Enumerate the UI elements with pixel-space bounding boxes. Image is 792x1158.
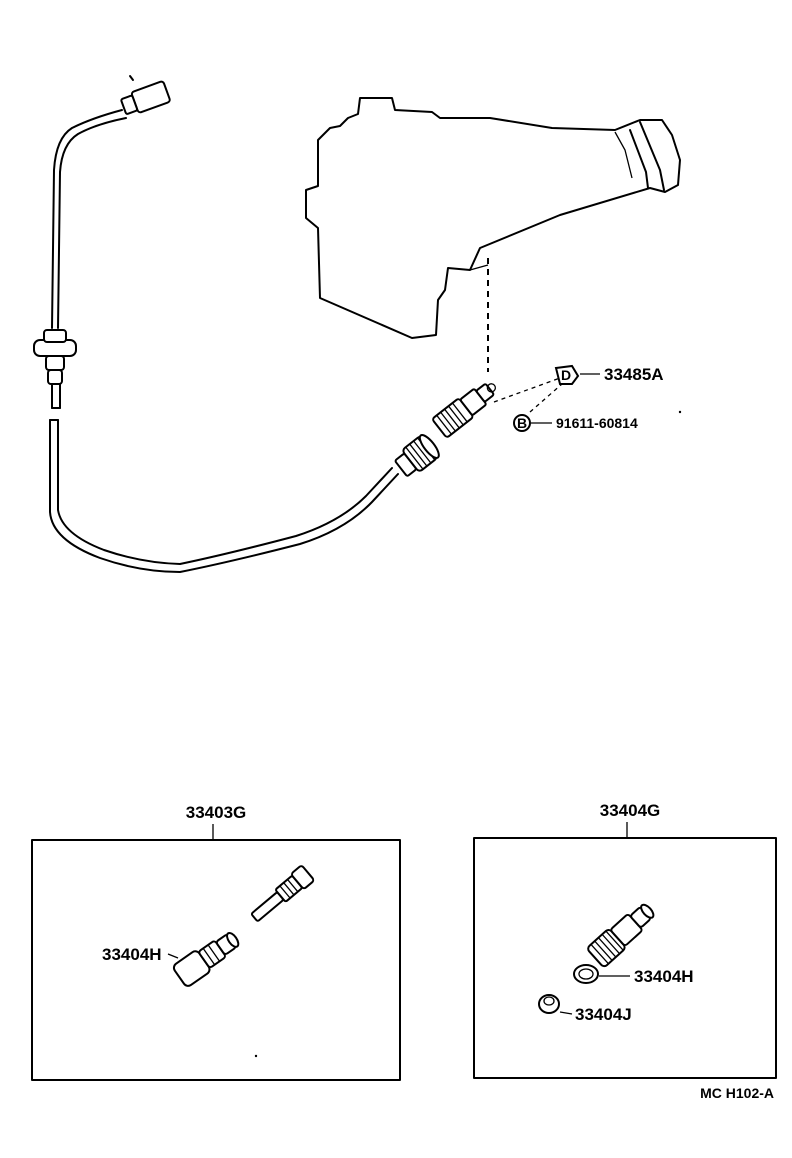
- figure-code: MC H102-A: [700, 1085, 774, 1101]
- kit-left-number: 33403G: [186, 803, 247, 822]
- cable-grommet: [33, 329, 77, 385]
- bracket-33485a: D: [554, 364, 580, 385]
- kit-left-sleeve: [172, 931, 240, 987]
- label-33485a: 33485A: [604, 365, 664, 384]
- kit-right-oring: [573, 964, 599, 984]
- kit-right-oring-label: 33404H: [634, 967, 694, 986]
- bolt-marker: B: [517, 415, 527, 431]
- bolt-91611: B: [513, 414, 531, 432]
- kit-33403g: 33403G 33404H: [31, 803, 401, 1081]
- kit-right-sleeve: [587, 903, 655, 968]
- kit-right-cap-label: 33404J: [575, 1005, 632, 1024]
- guide-line-bolt: [529, 383, 563, 413]
- speedometer-cable: [33, 75, 440, 573]
- kit-33404g: 33404G 33404H 33404J: [473, 801, 777, 1079]
- transmission-housing: [305, 97, 681, 339]
- kit-right-number: 33404G: [600, 801, 661, 820]
- guide-line-bracket: [493, 377, 561, 403]
- label-91611-60814: 91611-60814: [556, 415, 638, 431]
- bracket-marker: D: [561, 367, 571, 383]
- kit-left-gear-label: 33404H: [102, 945, 162, 964]
- driven-gear-sleeve: [432, 383, 497, 438]
- kit-right-cap: [538, 994, 560, 1014]
